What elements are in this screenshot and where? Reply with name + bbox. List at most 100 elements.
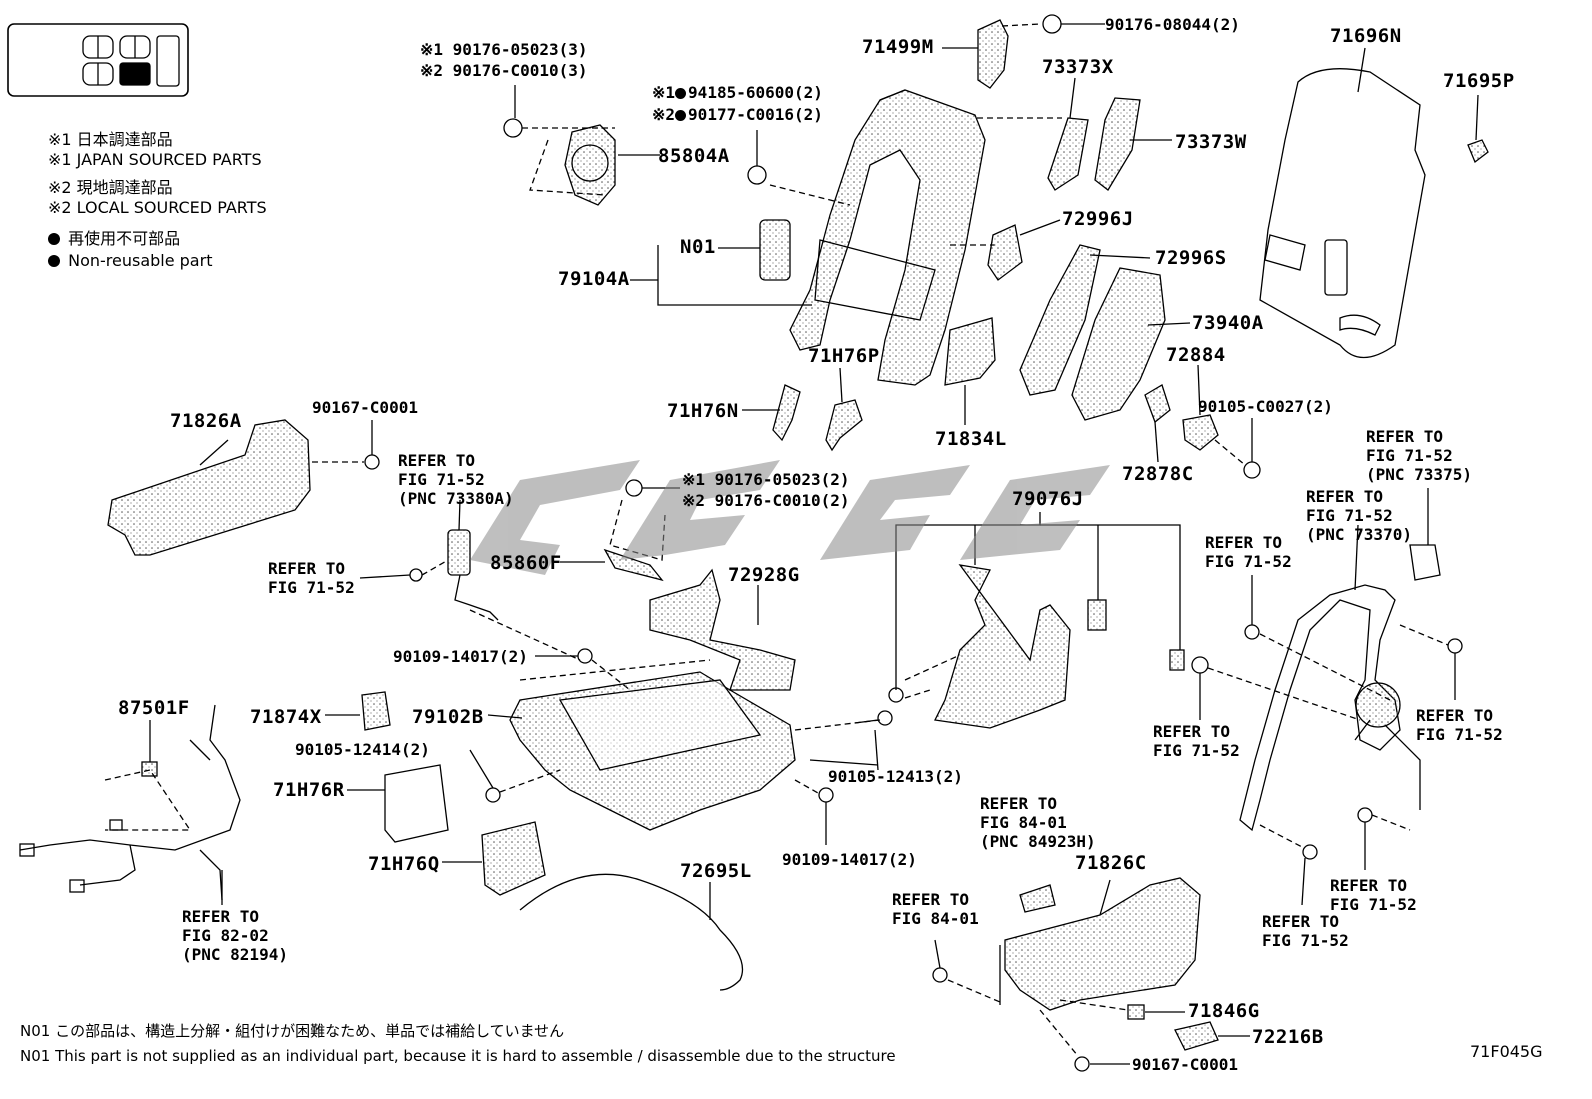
part-71874x xyxy=(325,691,391,731)
legend-nonreusable-en-text: Non-reusable part xyxy=(68,251,213,270)
label-71h76p: 71H76P xyxy=(808,345,880,367)
ref-fig-71-52-buckle[interactable]: REFER TO FIG 71-52 xyxy=(268,559,355,597)
part-71826a xyxy=(107,419,380,556)
part-71846g xyxy=(1059,999,1185,1020)
label-71695p: 71695P xyxy=(1443,70,1515,92)
ref-fig-71-52-lower-right[interactable]: REFER TO FIG 71-52 xyxy=(1330,876,1417,914)
nonreusable-dot-icon xyxy=(675,110,687,121)
label-variant-top-1: ※1 90176-05023(3) xyxy=(420,40,588,59)
part-73373w xyxy=(1094,97,1172,191)
label-90109-14017-upper: 90109-14017(2) xyxy=(393,647,528,666)
part-71h76p xyxy=(825,367,863,452)
ref-fig-71-52-nut[interactable]: REFER TO FIG 71-52 xyxy=(1205,533,1292,571)
part-87501f xyxy=(104,720,192,831)
ref-fig-82-02-pnc82194[interactable]: REFER TO FIG 82-02 (PNC 82194) xyxy=(182,907,288,964)
label-90109-14017-lower: 90109-14017(2) xyxy=(782,850,917,869)
label-72996s: 72996S xyxy=(1155,247,1227,269)
label-79102b: 79102B xyxy=(412,706,484,728)
part-71695p xyxy=(1467,94,1489,164)
label-90105-12414: 90105-12414(2) xyxy=(295,740,430,759)
label-variant-center-2: ※2 90176-C0010(2) xyxy=(682,491,850,510)
label-72216b: 72216B xyxy=(1252,1026,1324,1048)
nonreusable-dot-icon xyxy=(675,88,687,99)
part-72216b xyxy=(1174,1021,1250,1051)
legend-nonreusable-jp-text: 再使用不可部品 xyxy=(68,229,181,248)
label-85804a: 85804A xyxy=(658,145,730,167)
part-72996s xyxy=(1019,244,1151,396)
note-n01-en: N01 This part is not supplied as an indi… xyxy=(20,1047,896,1065)
label-71874x: 71874X xyxy=(250,706,322,728)
legend-local-jp: ※2 現地調達部品 xyxy=(48,178,173,197)
part-seat-belt-buckle xyxy=(359,499,581,661)
label-71h76r: 71H76R xyxy=(273,779,345,801)
label-71h76n: 71H76N xyxy=(667,400,739,422)
legend-japan-jp: ※1 日本調達部品 xyxy=(48,130,173,149)
nonreusable-dot-icon xyxy=(48,233,60,245)
part-n01 xyxy=(759,219,791,281)
part-71834l xyxy=(944,317,996,425)
label-71826c: 71826C xyxy=(1075,852,1147,874)
ref-fig-71-52-washer[interactable]: REFER TO FIG 71-52 xyxy=(1153,722,1240,760)
label-72884: 72884 xyxy=(1166,344,1226,366)
part-72996j xyxy=(987,219,1061,281)
label-79076j: 79076J xyxy=(1012,488,1084,510)
label-87501f: 87501F xyxy=(118,697,190,719)
ref-fig-71-52-pnc73370[interactable]: REFER TO FIG 71-52 (PNC 73370) xyxy=(1306,487,1412,544)
label-90105-12413: 90105-12413(2) xyxy=(828,767,963,786)
part-bolt-90109-lower xyxy=(794,779,834,845)
part-71h76q xyxy=(442,821,546,896)
part-72695l xyxy=(519,873,744,991)
part-screw-90167-c0001-lower xyxy=(1039,1009,1130,1072)
nonreusable-dot-icon xyxy=(48,255,60,267)
label-72878c: 72878C xyxy=(1122,463,1194,485)
part-85804a xyxy=(503,85,660,206)
part-bolt-90105-12414 xyxy=(469,749,561,803)
label-72928g: 72928G xyxy=(728,564,800,586)
legend-nonreusable-jp: 再使用不可部品 xyxy=(48,225,180,249)
ref-fig-71-52-pnc73380a[interactable]: REFER TO FIG 71-52 (PNC 73380A) xyxy=(398,451,514,508)
ref-fig-71-52-pnc73375[interactable]: REFER TO FIG 71-52 (PNC 73375) xyxy=(1366,427,1472,484)
label-73373w: 73373W xyxy=(1175,131,1247,153)
label-71846g: 71846G xyxy=(1188,1000,1260,1022)
variant-prefix: ※2 xyxy=(652,105,676,124)
ref-fig-84-01[interactable]: REFER TO FIG 84-01 xyxy=(892,890,979,928)
part-72884 xyxy=(1182,364,1219,451)
part-71h76r xyxy=(347,764,449,843)
part-72878c xyxy=(1144,384,1171,463)
part-72928g xyxy=(649,568,796,691)
part-71696n xyxy=(1259,47,1426,358)
legend-local-en: ※2 LOCAL SOURCED PARTS xyxy=(48,198,267,217)
label-79104a: 79104A xyxy=(558,268,630,290)
label-90105-c0027: 90105-C0027(2) xyxy=(1198,397,1333,416)
watermark-logo xyxy=(470,460,1110,575)
part-79104a-frame xyxy=(630,89,1062,386)
label-72695l: 72695L xyxy=(680,860,752,882)
part-nut-94185 xyxy=(747,130,851,206)
label-variant-top-2: ※2 90176-C0010(3) xyxy=(420,61,588,80)
ref-fig-71-52-bolt-right[interactable]: REFER TO FIG 71-52 xyxy=(1416,706,1503,744)
ref-fig-71-52-lower[interactable]: REFER TO FIG 71-52 xyxy=(1262,912,1349,950)
part-71499m xyxy=(942,14,1105,89)
label-71696n: 71696N xyxy=(1330,25,1402,47)
part-bolt-90105-c0027 xyxy=(1214,418,1261,479)
figure-code: 71F045G xyxy=(1470,1042,1543,1061)
part-73940a xyxy=(1071,267,1191,421)
part-71826c xyxy=(932,877,1201,1011)
part-71h76n xyxy=(742,384,801,442)
variant-code: 90177-C0016(2) xyxy=(688,105,823,124)
label-n01: N01 xyxy=(680,236,716,258)
part-73373x xyxy=(1047,77,1089,191)
part-wire-harness xyxy=(19,704,241,905)
part-bolt-90105-12413 xyxy=(809,710,893,771)
label-73940a: 73940A xyxy=(1192,312,1264,334)
legend-japan-en: ※1 JAPAN SOURCED PARTS xyxy=(48,150,262,169)
label-73373x: 73373X xyxy=(1042,56,1114,78)
label-71826a: 71826A xyxy=(170,410,242,432)
label-85860f: 85860F xyxy=(490,552,562,574)
variant-code: 94185-60600(2) xyxy=(688,83,823,102)
ref-fig-84-01-pnc84923h[interactable]: REFER TO FIG 84-01 (PNC 84923H) xyxy=(980,794,1096,851)
label-variant-center-1: ※1 90176-05023(2) xyxy=(682,470,850,489)
label-90176-08044: 90176-08044(2) xyxy=(1105,15,1240,34)
label-90167-c0001-upper: 90167-C0001 xyxy=(312,398,418,417)
